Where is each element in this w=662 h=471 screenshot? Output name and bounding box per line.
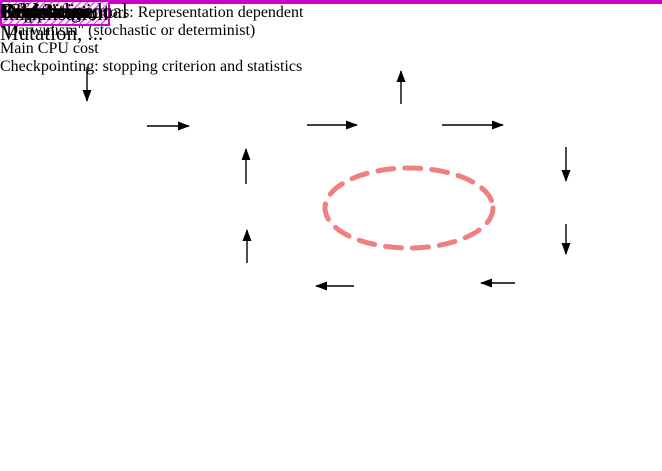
node-evaluation-top: Evaluation	[0, 0, 91, 22]
node-stop-label: Stop ?	[0, 0, 54, 23]
node-initialisation: Initialisation	[0, 0, 111, 27]
node-evaluation-bottom: Evaluation	[0, 0, 91, 22]
node-genitors: Genitors	[0, 0, 72, 22]
node-crossover-mutation: Crossover, Mutation, ...	[0, 0, 103, 44]
generation-text: Generation	[0, 0, 94, 23]
crossover-line2: Mutation, ...	[0, 21, 104, 46]
node-offspring: Offspring	[0, 0, 81, 22]
legend-row-checkpointing: Checkpointing: stopping criterion and st…	[0, 58, 662, 76]
legend-label-checkpointing: Checkpointing: stopping criterion and st…	[0, 58, 303, 75]
node-selection: Selection	[0, 0, 78, 22]
node-initialisation-label: Initialisation	[2, 1, 109, 25]
crossover-line1: Crossover,	[6, 0, 97, 23]
node-parents: Parents	[0, 0, 62, 22]
node-stop: Stop ?	[0, 0, 53, 22]
node-selection-label: Selection	[0, 0, 79, 23]
legend-label-cpu-cost: Main CPU cost	[0, 40, 99, 57]
node-genitors-label: Genitors	[0, 0, 73, 23]
node-offspring-label: Offspring	[0, 0, 82, 23]
legend-row-darwinism: "Darwinism" (stochastic or determinist)	[0, 22, 662, 40]
node-replacement: Replacement	[0, 0, 110, 22]
node-generation-label: Generation	[0, 0, 93, 22]
legend-label-part2: Representation dependent	[137, 4, 304, 21]
node-best-individual-label: Best individual	[0, 0, 128, 23]
node-best-individual: Best individual	[0, 0, 128, 22]
legend-label-darwinism: "Darwinism" (stochastic or determinist)	[0, 22, 256, 39]
legend-row-cpu-cost: Main CPU cost	[0, 40, 662, 58]
node-replacement-label: Replacement	[0, 0, 110, 23]
node-evaluation-top-label: Evaluation	[0, 0, 91, 23]
node-evaluation-bottom-label: Evaluation	[0, 0, 91, 23]
generation-dashed-ellipse	[322, 165, 496, 251]
node-parents-label: Parents	[0, 0, 62, 23]
node-crossover-mutation-label: Crossover, Mutation, ...	[0, 0, 103, 44]
